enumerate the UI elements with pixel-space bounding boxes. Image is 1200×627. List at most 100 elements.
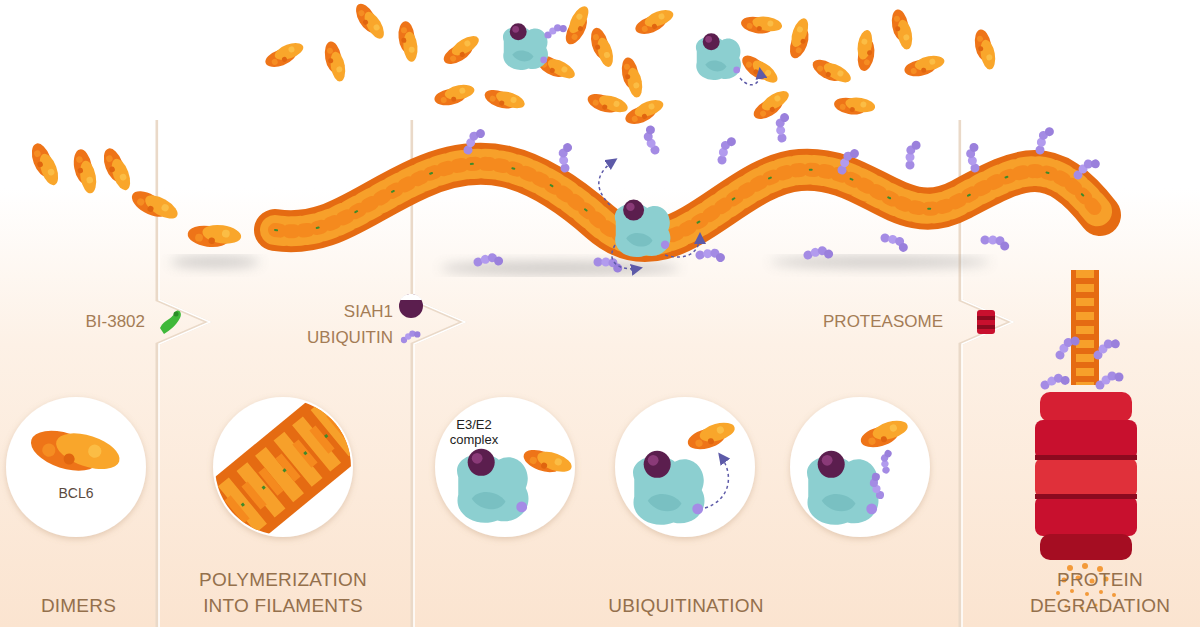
bcl6-dimer: [685, 419, 738, 453]
bcl6-dimer: [632, 7, 677, 38]
ubiquitin: [897, 138, 929, 171]
bcl6-dimer: [853, 29, 878, 73]
stage-panel: UBIQUITINATIONE3/E2 complex: [412, 290, 960, 627]
bcl6-dimer: [71, 148, 98, 196]
ubiquitin-icon: [401, 331, 421, 344]
filament-closeup: [200, 400, 370, 540]
filament-ubiquitin: [457, 111, 1102, 281]
shadow: [170, 256, 260, 268]
transfer-arrow: [612, 245, 640, 269]
proteasome-ring: [1035, 420, 1137, 460]
bi-3802-icon: [160, 310, 181, 334]
e3-e2-complex: [615, 200, 671, 258]
bcl6-dimer: [858, 417, 911, 451]
proteasome-ring: [1035, 458, 1137, 498]
component-label: PROTEASOME: [823, 312, 943, 332]
bcl6-dimer: [128, 184, 181, 227]
ubiquitin: [867, 472, 887, 500]
ubiquitin: [694, 241, 727, 271]
siah1-icon: [399, 294, 423, 318]
transfer-arrow: [599, 160, 615, 205]
proteasome-ring: [1035, 496, 1137, 536]
filament-texture: [1076, 270, 1094, 385]
legend-icons: [160, 294, 995, 343]
stage-label: PROTEIN DEGRADATION: [1000, 567, 1200, 619]
proteasome-icon: [977, 325, 995, 329]
detail-circle: [790, 397, 930, 537]
filament-body: [200, 400, 370, 540]
bcl6-dimer: [397, 20, 419, 62]
ubiquitin: [802, 241, 834, 267]
ubiquitin: [1096, 372, 1124, 390]
bcl6-filament: [275, 164, 1100, 241]
free-e3-complexes: [503, 23, 760, 84]
circle-label: E3/E2 complex: [443, 417, 505, 447]
free-dimers: [28, 140, 243, 251]
component-label: BI-3802: [85, 312, 145, 332]
bcl6-dimer: [619, 56, 644, 100]
bcl6-dimer: [738, 50, 781, 90]
bcl6-dimer: [262, 40, 307, 71]
bcl6-dimer: [784, 16, 815, 61]
bcl6-dimer: [588, 25, 616, 69]
ubiquitin: [1040, 371, 1071, 394]
detail-circle: [615, 397, 755, 537]
filament-body: [275, 164, 1100, 241]
bcl6-dimer: [903, 54, 947, 79]
transfer-arrow: [705, 455, 728, 508]
e3-e2-complex: [457, 449, 528, 523]
filament-texture: [275, 164, 1100, 241]
fragment: [1082, 563, 1088, 569]
bcl6-dimer: [585, 88, 630, 119]
bcl6-dimer: [560, 3, 596, 48]
bcl6-dimer: [433, 83, 477, 108]
bi-3802-icon: [174, 312, 179, 317]
bcl6-dimer: [322, 40, 347, 84]
bcl6-dimer: [622, 97, 667, 128]
ubiquitin: [457, 127, 490, 157]
ubiquitin: [641, 125, 664, 156]
ubiquitin: [1051, 334, 1083, 360]
bcl6-dimer: [521, 443, 575, 480]
ubiquitin: [1071, 158, 1102, 181]
bcl6-dimer: [100, 145, 134, 194]
ubiquitin: [831, 147, 864, 177]
shadow: [770, 256, 990, 268]
detail-circle-node: E3/E2 complex: [435, 397, 575, 537]
bcl6-dimer: [26, 419, 124, 485]
proteasome-degradation: [1035, 270, 1137, 611]
bcl6-dimer: [833, 93, 877, 118]
ubiquitin: [710, 135, 743, 167]
detail-circles: [6, 397, 930, 537]
bcl6-dimer: [740, 12, 784, 37]
bcl6-dimer: [352, 0, 388, 44]
detail-circle: [6, 397, 146, 537]
proteasome-icon: [977, 310, 995, 334]
ubiquitin: [979, 227, 1012, 259]
bcl6-dimer: [972, 28, 997, 72]
bcl6-dimer: [809, 54, 854, 90]
stage-panel: PROTEIN DEGRADATION: [960, 290, 1200, 627]
ubiquitin: [961, 141, 987, 173]
siah1-icon: [400, 294, 422, 300]
bcl6-dimer: [186, 221, 242, 252]
e3-e2-complex: [807, 451, 878, 525]
stage-panel: DIMERSBCL6: [0, 290, 157, 627]
bound-e3-complex: [599, 160, 700, 269]
ubiquitin: [551, 141, 581, 174]
divider: [159, 120, 210, 627]
transfer-arrow: [665, 235, 700, 257]
ubiquitin: [1091, 338, 1122, 361]
proteasome-cap: [1040, 392, 1132, 422]
transfer-arrow: [740, 70, 760, 85]
bound-inhibitor: [200, 400, 370, 540]
filament-texture: [200, 400, 370, 540]
proteasome-icon: [977, 316, 995, 320]
ubiquitin: [592, 249, 625, 281]
proteasome-cap: [1040, 534, 1132, 560]
fragment: [1099, 590, 1103, 594]
filament-shadow: [170, 256, 990, 275]
